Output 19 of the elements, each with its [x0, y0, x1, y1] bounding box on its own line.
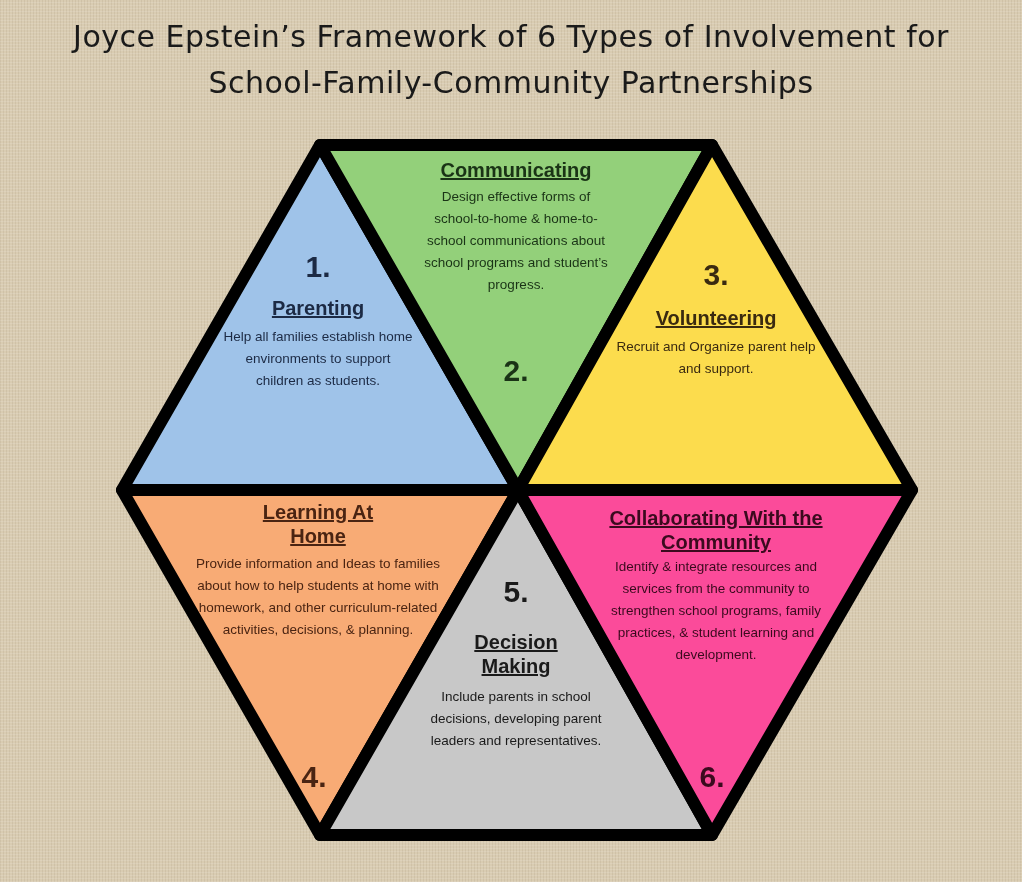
- description: Identify & integrate resources and services from the community to strengthen school programs, family practices, & student learning and development.: [609, 558, 823, 664]
- number-label: 1.: [304, 250, 332, 284]
- description: Help all families establish home environments to support children as students.: [223, 328, 413, 390]
- heading: Decision Making: [473, 630, 559, 678]
- heading: Communicating: [439, 158, 593, 182]
- number-label: 5.: [502, 575, 530, 609]
- description: Recruit and Organize parent help and support.: [615, 338, 817, 378]
- description: Include parents in school decisions, developing parent leaders and representatives.: [429, 688, 603, 750]
- title: Joyce Epstein’s Framework of 6 Types of Involvement for School-Family-Community Partnerships: [70, 18, 950, 102]
- heading: Parenting: [270, 296, 366, 320]
- heading: Collaborating With the Community: [608, 506, 824, 554]
- number-label: 4.: [300, 760, 328, 794]
- heading: Learning At Home: [261, 500, 375, 548]
- description: Design effective forms of school-to-home & home-to-school communications about school programs and student’s progress.: [423, 188, 609, 294]
- description: Provide information and Ideas to families about how to help students at home with homework, and other curriculum-related activities, decisions, & planning.: [195, 555, 441, 639]
- number-label: 6.: [698, 760, 726, 794]
- heading: Volunteering: [654, 306, 778, 330]
- number-label: 3.: [702, 258, 730, 292]
- number-label: 2.: [502, 354, 530, 388]
